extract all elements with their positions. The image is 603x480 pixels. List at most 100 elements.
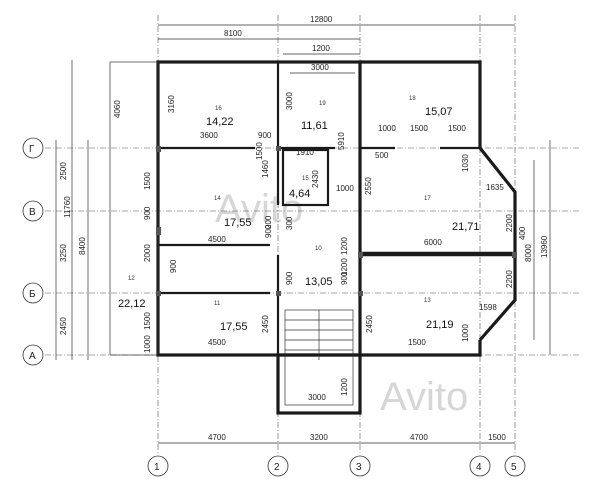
dim-2000: 2000 xyxy=(143,244,152,262)
dim-500: 500 xyxy=(375,151,389,160)
dim-900b: 900 xyxy=(143,206,152,220)
room-area-11: 17,55 xyxy=(220,321,248,333)
dim-left-2500: 2500 xyxy=(59,162,68,180)
vertical-dimension-texts: 2500 3250 2450 8400 11760 13960 8000 220… xyxy=(59,92,549,396)
dim-3000v: 3000 xyxy=(285,92,294,110)
dim-right-2200b: 2200 xyxy=(505,270,514,288)
dim-2550: 2550 xyxy=(364,177,373,195)
columns xyxy=(156,146,517,296)
dim-bottom-4700b: 4700 xyxy=(410,433,428,442)
room-number-11: 11 xyxy=(214,301,221,307)
axis-label-5: 5 xyxy=(511,462,517,473)
dim-1500b: 1500 xyxy=(448,124,466,133)
dim-right-13960: 13960 xyxy=(540,235,549,258)
dim-bottom-1500: 1500 xyxy=(488,433,506,442)
watermark-text-lower: Avito xyxy=(380,375,468,419)
dim-3000s: 3000 xyxy=(308,393,326,402)
dim-1500m: 1500 xyxy=(408,338,426,347)
axis-label-G: Г xyxy=(29,144,35,155)
dim-top-overall: 12800 xyxy=(310,15,333,24)
dim-left-3250: 3250 xyxy=(59,244,68,262)
dim-900a: 900 xyxy=(258,131,272,140)
dim-left-11760: 11760 xyxy=(63,196,72,218)
dim-1000b: 1000 xyxy=(336,184,354,193)
dim-right-400: 400 xyxy=(518,226,527,240)
dim-1598: 1598 xyxy=(479,303,497,312)
axis-bubble-A xyxy=(22,344,44,366)
axis-label-B: Б xyxy=(29,289,36,300)
dim-900e: 900 xyxy=(285,271,294,285)
axis-grid xyxy=(45,15,580,455)
dim-1500n: 1500 xyxy=(143,312,152,330)
dim-1500l: 1500 xyxy=(143,172,152,190)
room-number-16: 16 xyxy=(215,106,222,112)
room-area-18: 15,07 xyxy=(425,106,453,118)
dim-2450a: 2450 xyxy=(261,315,270,333)
room-number-19: 19 xyxy=(319,101,326,107)
dim-top-left: 8100 xyxy=(224,29,242,38)
dim-1000c: 1000 xyxy=(461,324,470,342)
dim-4500a: 4500 xyxy=(208,235,226,244)
dimension-texts: 12800 8100 1200 3000 4700 3200 4700 1500… xyxy=(200,15,506,442)
dim-1000: 1000 xyxy=(378,124,396,133)
dim-2450b: 2450 xyxy=(365,315,374,333)
axis-bubble-4 xyxy=(469,455,491,477)
dim-1200b: 1200 xyxy=(340,258,349,276)
dim-right-2200a: 2200 xyxy=(505,214,514,232)
dim-200: 200 xyxy=(264,215,273,229)
axis-bubble-G xyxy=(22,137,44,159)
dim-3160: 3160 xyxy=(167,95,176,113)
room-number-10: 10 xyxy=(315,246,322,252)
axis-label-2: 2 xyxy=(274,462,280,473)
room-area-17: 21,71 xyxy=(452,221,480,233)
dim-300: 300 xyxy=(285,216,294,230)
dim-900d: 900 xyxy=(264,224,273,238)
room-number-13: 13 xyxy=(424,298,431,304)
dim-top-3000: 3000 xyxy=(311,63,329,72)
dim-1030: 1030 xyxy=(461,154,470,172)
dim-left-8400: 8400 xyxy=(78,237,87,255)
dim-3600: 3600 xyxy=(200,131,218,140)
watermark-text: Avito xyxy=(215,187,303,231)
dim-1910: 1910 xyxy=(296,148,314,157)
dim-1500p: 1500 xyxy=(255,142,264,160)
dim-1200a: 1200 xyxy=(340,237,349,255)
room-number-17: 17 xyxy=(424,196,431,202)
staircase xyxy=(284,309,354,406)
axis-bubble-B xyxy=(22,282,44,304)
dim-bottom-4700a: 4700 xyxy=(208,433,226,442)
dim-bottom-3200: 3200 xyxy=(310,433,328,442)
axis-label-V: В xyxy=(29,207,36,218)
room-area-19: 11,61 xyxy=(301,120,328,132)
dim-5910: 5910 xyxy=(337,132,346,150)
dim-1200s: 1200 xyxy=(340,378,349,396)
axis-bubble-5 xyxy=(504,455,526,477)
room-number-15: 15 xyxy=(302,176,309,182)
dim-1460: 1460 xyxy=(261,160,270,178)
axis-labels: 1 2 3 4 5 Г В Б А xyxy=(29,144,517,473)
room-number-14: 14 xyxy=(214,196,221,202)
dim-4060: 4060 xyxy=(113,100,122,118)
dim-1000d: 1000 xyxy=(143,335,152,353)
axis-bubble-V xyxy=(22,200,44,222)
axis-label-A: А xyxy=(29,351,36,362)
axis-label-1: 1 xyxy=(154,462,160,473)
dim-2430: 2430 xyxy=(311,170,320,188)
inner-walls xyxy=(158,62,515,355)
dim-right-8000: 8000 xyxy=(524,244,533,262)
dim-top-1200: 1200 xyxy=(312,44,330,53)
room-area-13: 21,19 xyxy=(426,319,454,331)
room-number-18: 18 xyxy=(409,96,416,102)
dim-4500b: 4500 xyxy=(208,338,226,347)
axis-bubble-2 xyxy=(267,455,289,477)
dim-6000: 6000 xyxy=(424,238,442,247)
rooms: 16 14,22 19 11,61 18 15,07 15 4,64 14 17… xyxy=(118,96,480,333)
outer-walls xyxy=(109,60,517,415)
axis-label-4: 4 xyxy=(476,462,482,473)
axis-bubbles xyxy=(22,137,526,477)
axis-bubble-1 xyxy=(147,455,169,477)
dim-1500a: 1500 xyxy=(410,124,428,133)
room-number-12: 12 xyxy=(128,276,135,282)
axis-label-3: 3 xyxy=(356,462,362,473)
